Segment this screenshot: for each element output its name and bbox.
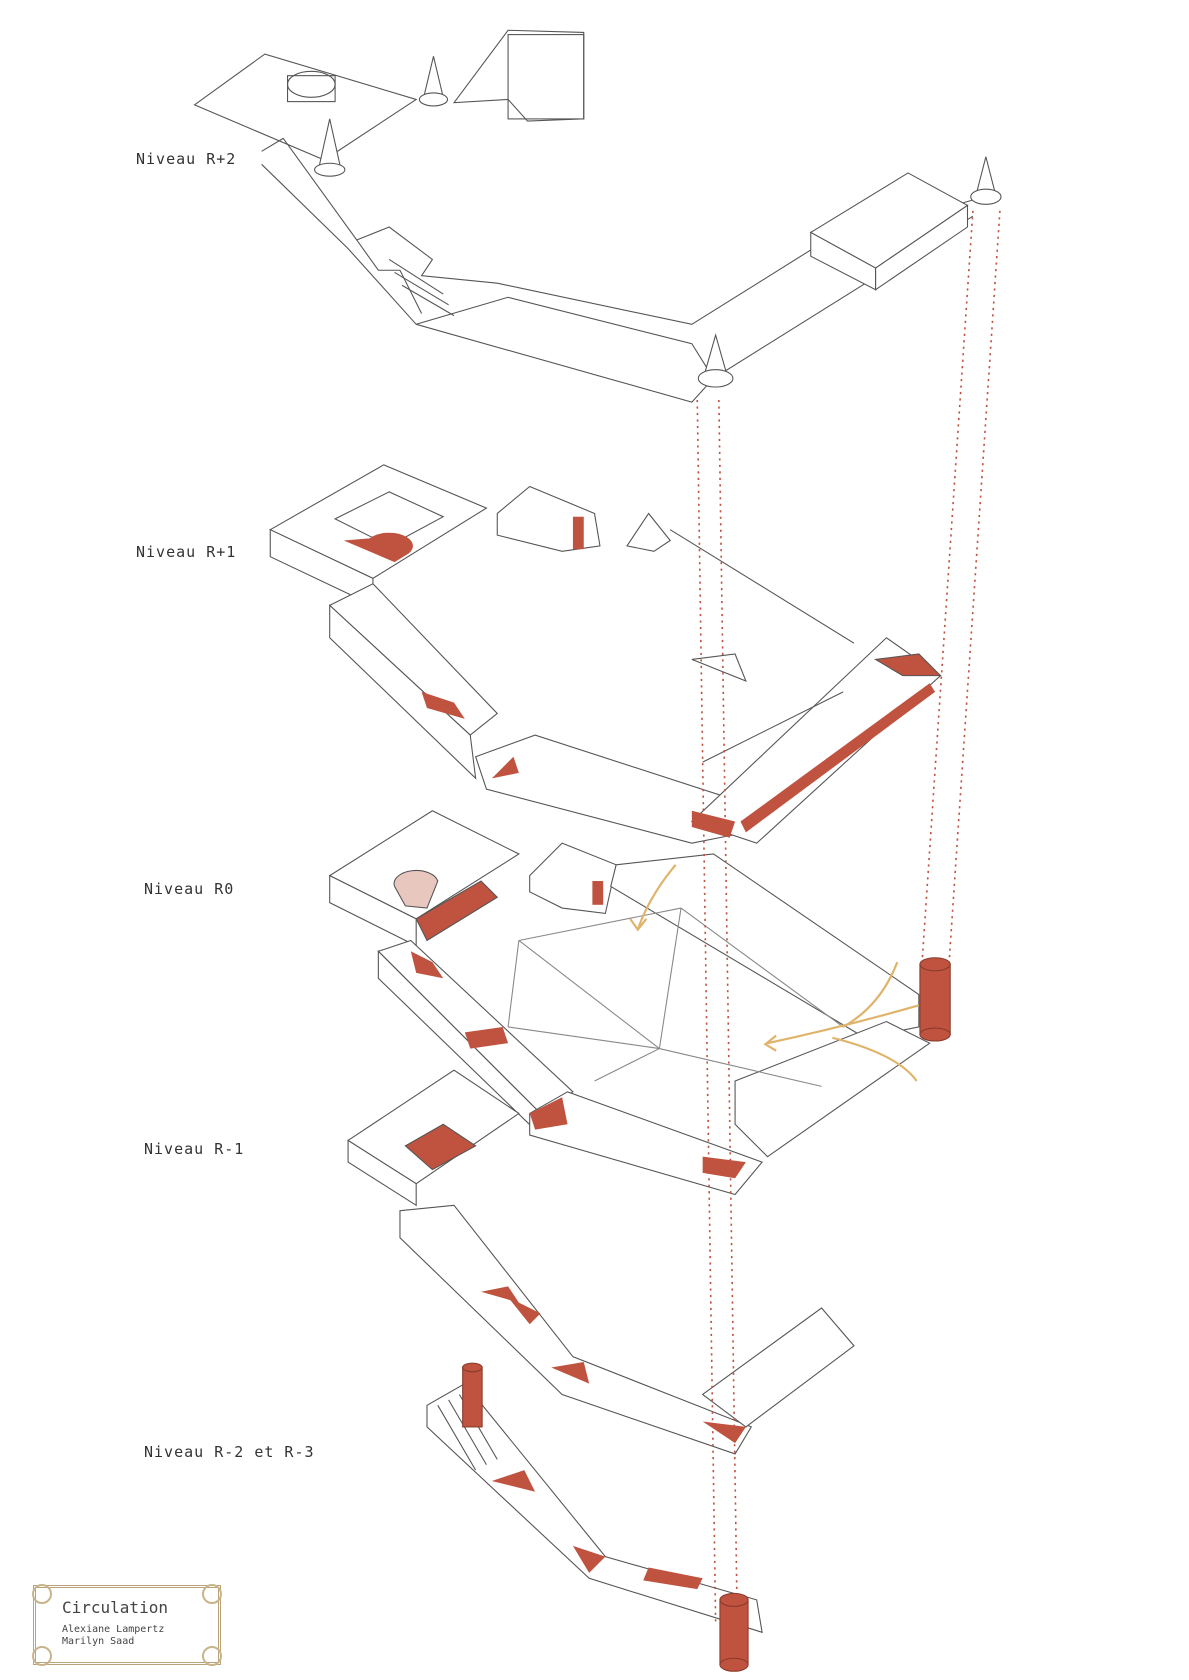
level-r-2-plan — [399, 1204, 855, 1634]
title-cartouche: Circulation Alexiane Lampertz Marilyn Sa… — [32, 1584, 222, 1666]
level-label-r2: Niveau R+2 — [136, 150, 237, 168]
spire-icon — [314, 56, 1002, 388]
level-r1-plan — [269, 464, 942, 844]
ornament-icon — [32, 1646, 52, 1666]
vertical-circulation-lines — [696, 210, 1001, 1622]
stair-tower-cylinder — [462, 957, 951, 1672]
cartouche-title: Circulation — [62, 1598, 168, 1617]
level-r-1-plan — [347, 1069, 764, 1207]
flow-arrow-icon — [629, 864, 920, 1082]
level-label-r-2-r-3: Niveau R-2 et R-3 — [144, 1443, 315, 1461]
level-r2-plan — [193, 29, 974, 403]
author-name: Alexiane Lampertz — [62, 1624, 165, 1635]
author-name: Marilyn Saad — [62, 1636, 135, 1647]
level-label-r-1: Niveau R-1 — [144, 1140, 245, 1158]
level-label-r0: Niveau R0 — [144, 880, 235, 898]
level-r0-plan — [328, 810, 931, 1158]
ornament-icon — [32, 1584, 52, 1604]
ornament-icon — [202, 1646, 222, 1666]
level-label-r1: Niveau R+1 — [136, 543, 237, 561]
ornament-icon — [202, 1584, 222, 1604]
